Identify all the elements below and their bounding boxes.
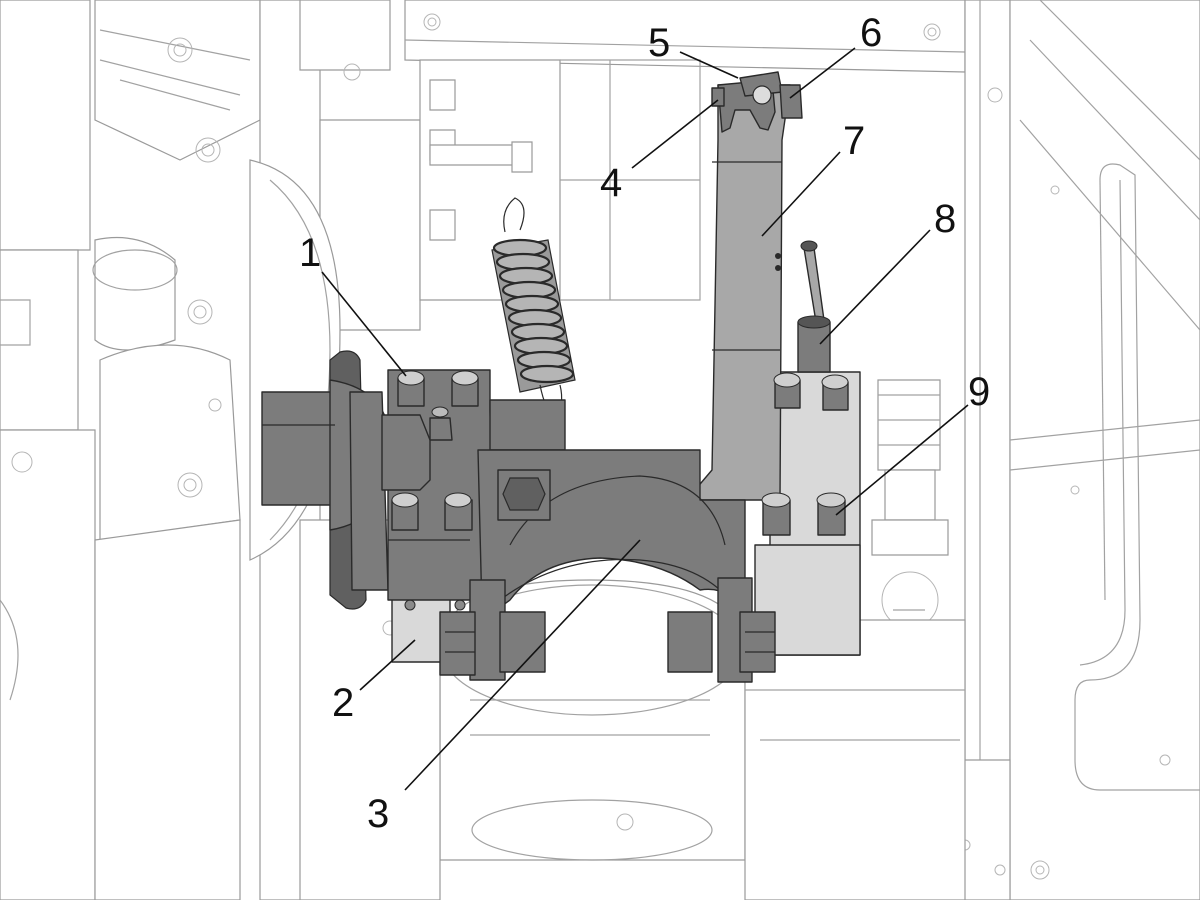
callout-4: 4 <box>600 161 622 205</box>
callout-6: 6 <box>860 11 882 55</box>
base-block <box>391 589 466 663</box>
right-block <box>754 371 861 656</box>
callout-7: 7 <box>843 119 865 163</box>
callout-9: 9 <box>968 370 990 414</box>
valve-body <box>381 369 566 601</box>
lever-arm <box>694 71 803 501</box>
callout-labels: 1 2 3 4 5 6 7 8 9 <box>299 11 990 836</box>
tension-spring <box>491 197 576 421</box>
highlighted-assembly <box>261 71 861 683</box>
left-flange <box>261 350 392 610</box>
callout-leaders <box>321 47 969 791</box>
callout-1: 1 <box>299 231 321 275</box>
adjusting-pin <box>797 240 831 373</box>
saddle-clamp <box>439 449 776 683</box>
callout-2: 2 <box>332 681 354 725</box>
callout-3: 3 <box>367 792 389 836</box>
callout-5: 5 <box>648 21 670 65</box>
right-block-screws <box>761 372 849 536</box>
callout-8: 8 <box>934 197 956 241</box>
